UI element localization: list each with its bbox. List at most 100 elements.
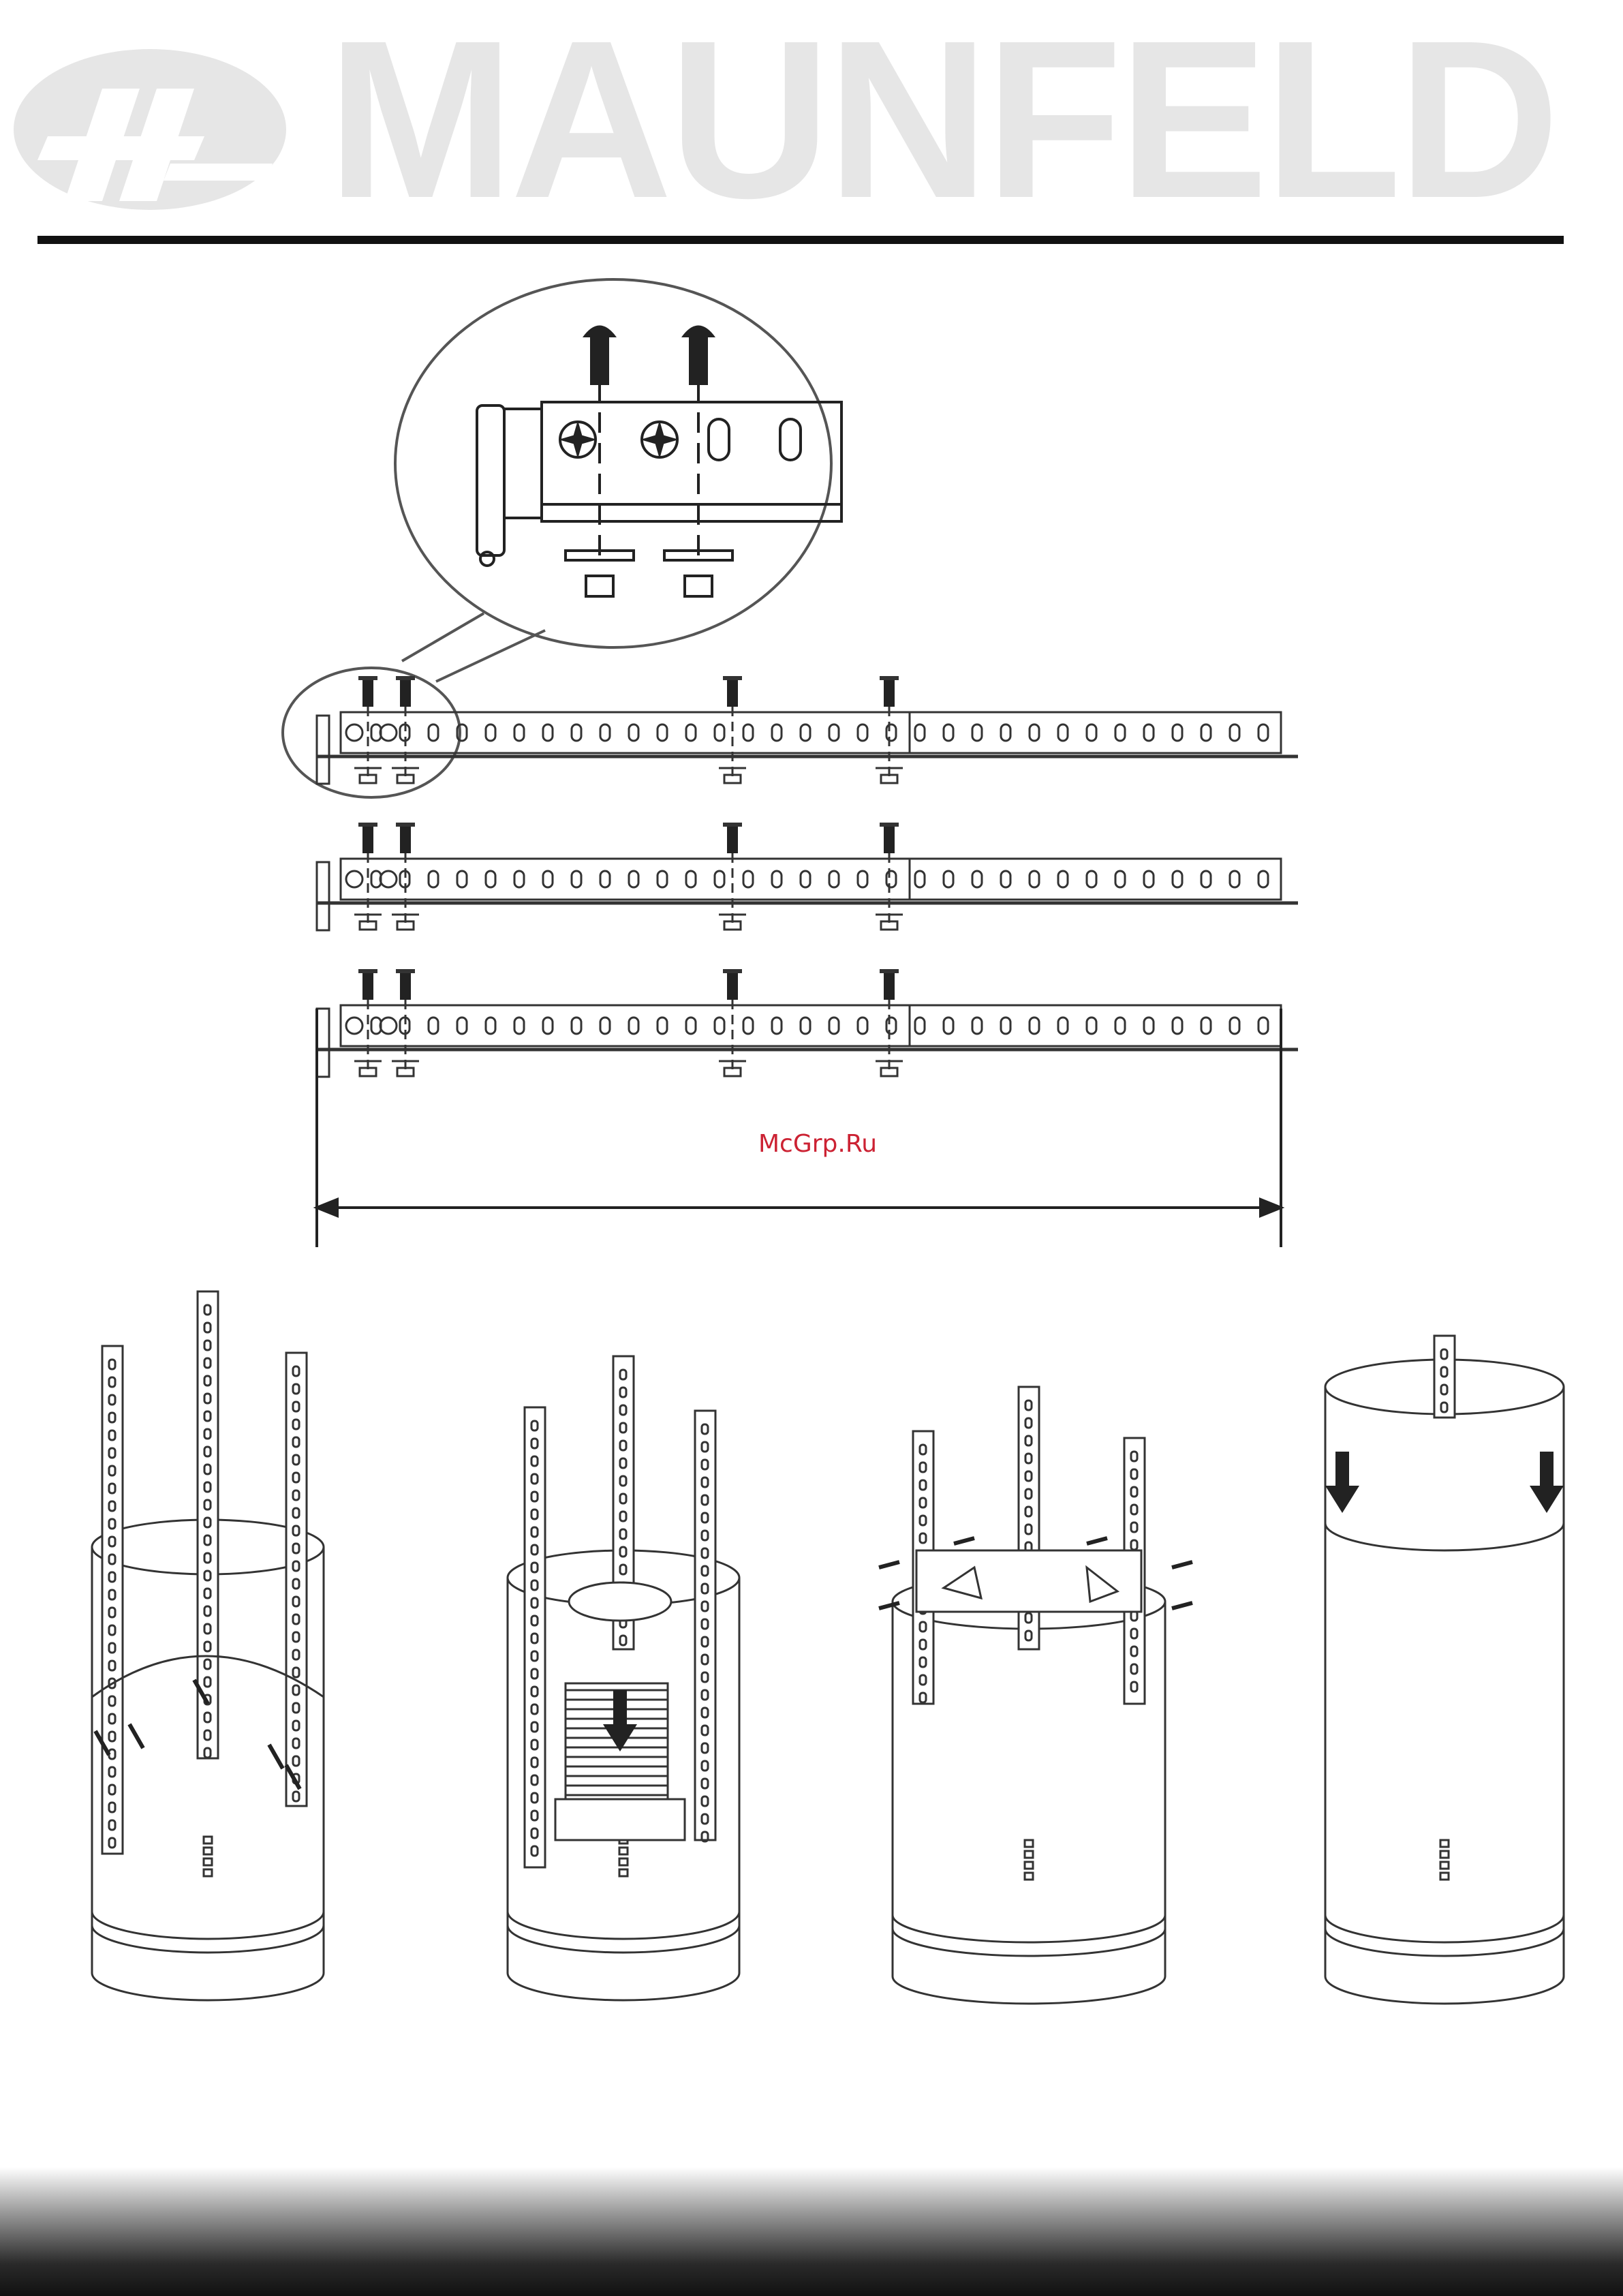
- slot-hole: [1030, 1017, 1039, 1034]
- slot-hole: [1258, 1017, 1268, 1034]
- slot-hole: [944, 871, 953, 887]
- slot-hole: [772, 724, 782, 741]
- slot-hole: [1087, 724, 1096, 741]
- bolt-icon: [396, 971, 415, 1073]
- slot-hole: [1001, 1017, 1010, 1034]
- slot-hole: [1115, 724, 1125, 741]
- bolt-icon: [723, 678, 742, 780]
- slot-hole: [1030, 871, 1039, 887]
- rail-assembly-diagram: [0, 259, 1623, 1268]
- nut-icon: [566, 551, 732, 596]
- slot-hole: [514, 871, 524, 887]
- slot-hole: [801, 1017, 810, 1034]
- slot-hole: [543, 871, 553, 887]
- slot-hole: [858, 1017, 867, 1034]
- column-rail: [1434, 1336, 1455, 1418]
- slot-hole: [572, 1017, 581, 1034]
- slot-hole: [715, 871, 724, 887]
- slot-hole: [886, 724, 896, 741]
- slot-hole: [1173, 871, 1182, 887]
- screw-hole-icon: [642, 422, 677, 457]
- slot-hole: [886, 871, 896, 887]
- slot-hole: [1058, 871, 1068, 887]
- slot-hole: [915, 1017, 925, 1034]
- screw-icon: [1087, 1538, 1107, 1544]
- slot-hole: [715, 724, 724, 741]
- slot-hole: [457, 871, 467, 887]
- bolt-icon: [396, 825, 415, 927]
- slot-hole: [1201, 871, 1211, 887]
- screw-icon: [1172, 1603, 1192, 1608]
- slot-hole: [743, 1017, 753, 1034]
- screw-icon: [1172, 1562, 1192, 1567]
- bracket-detail: [477, 382, 841, 566]
- slot-hole: [772, 871, 782, 887]
- column-rail: [102, 1346, 123, 1854]
- bolt-icon: [723, 971, 742, 1073]
- slot-hole: [429, 871, 438, 887]
- screw-hole-icon: [380, 1017, 397, 1034]
- slot-hole: [829, 871, 839, 887]
- slot-hole: [429, 724, 438, 741]
- footer-band: [0, 2167, 1623, 2296]
- screw-hole-icon: [380, 871, 397, 887]
- slot-hole: [972, 1017, 982, 1034]
- mounting-plate: [916, 1550, 1141, 1612]
- slot-hole: [429, 1017, 438, 1034]
- slot-hole: [801, 724, 810, 741]
- slot-hole: [514, 724, 524, 741]
- slot-hole: [543, 724, 553, 741]
- magnifier-callout: [283, 279, 831, 797]
- slot-hole: [658, 724, 667, 741]
- slot-hole: [1058, 1017, 1068, 1034]
- slot-hole: [915, 724, 925, 741]
- slot-hole: [1201, 1017, 1211, 1034]
- round-duct-outlet: [569, 1582, 671, 1621]
- slot-hole: [1173, 724, 1182, 741]
- slot-hole: [543, 1017, 553, 1034]
- slot-hole: [600, 1017, 610, 1034]
- slot-hole: [600, 871, 610, 887]
- slot-hole: [1087, 1017, 1096, 1034]
- slot-hole: [1258, 724, 1268, 741]
- slot-hole: [1058, 724, 1068, 741]
- slot-hole: [658, 871, 667, 887]
- bolt-icon: [723, 825, 742, 927]
- slot-hole: [629, 1017, 638, 1034]
- slot-hole: [972, 724, 982, 741]
- slot-hole: [1201, 724, 1211, 741]
- slot-hole: [944, 724, 953, 741]
- slot-hole: [1144, 871, 1154, 887]
- slot-hole: [629, 724, 638, 741]
- slot-hole: [600, 724, 610, 741]
- install-step-4: [1325, 1360, 1564, 2004]
- slot-hole: [457, 1017, 467, 1034]
- screw-hole-icon: [346, 871, 362, 887]
- slot-hole: [944, 1017, 953, 1034]
- slot-hole: [486, 871, 495, 887]
- watermark-text: McGrp.Ru: [681, 1130, 954, 1158]
- slot-hole: [1258, 871, 1268, 887]
- slot-hole: [686, 871, 696, 887]
- slot-hole: [858, 724, 867, 741]
- screw-hole-icon: [346, 1017, 362, 1034]
- slot-hole: [1144, 724, 1154, 741]
- slot-hole: [772, 1017, 782, 1034]
- slot-hole: [486, 1017, 495, 1034]
- slot-hole: [1115, 1017, 1125, 1034]
- slot-hole: [1001, 871, 1010, 887]
- slot-hole: [1144, 1017, 1154, 1034]
- installation-steps: [0, 1281, 1623, 2045]
- slot-hole: [972, 871, 982, 887]
- slot-hole: [915, 871, 925, 887]
- bolt-icon: [396, 678, 415, 780]
- slot-hole: [715, 1017, 724, 1034]
- column-rail: [695, 1411, 715, 1841]
- brand-logo-icon: [0, 27, 300, 232]
- bolt-icon: [583, 326, 715, 386]
- screw-icon: [954, 1538, 974, 1544]
- slot-hole: [658, 1017, 667, 1034]
- rail-bracket: [317, 678, 1298, 784]
- slot-hole: [572, 871, 581, 887]
